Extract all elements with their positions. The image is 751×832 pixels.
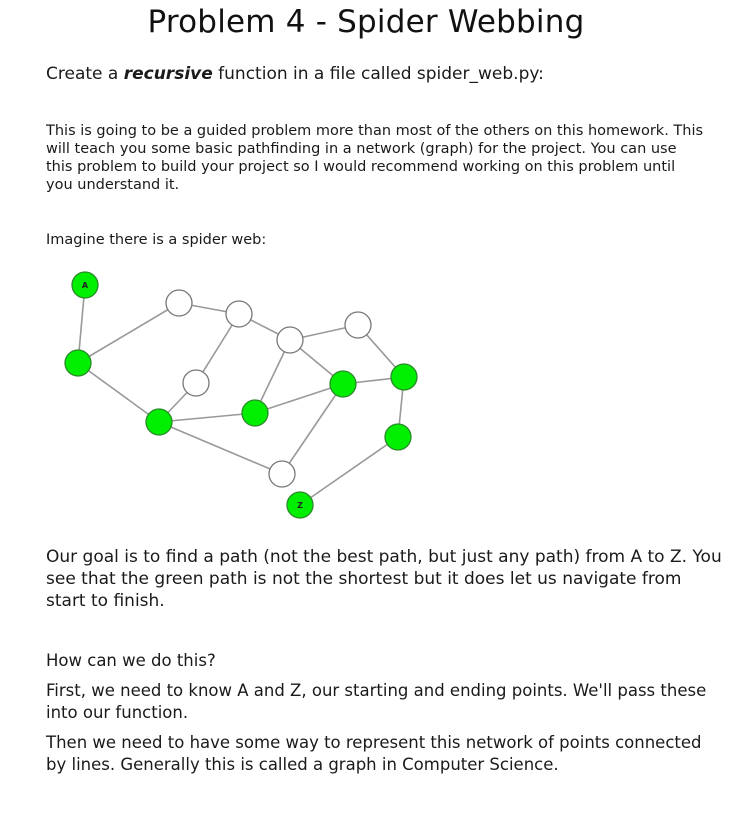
graph-edge [77, 362, 160, 423]
node-path [145, 408, 173, 436]
graph-edge [281, 383, 344, 475]
intro-emphasis: recursive [123, 64, 213, 84]
node-path [384, 423, 412, 451]
first-paragraph: First, we need to know A and Z, our star… [46, 681, 707, 722]
node-path [390, 363, 418, 391]
page-title: Problem 4 - Spider Webbing [147, 4, 585, 40]
intro-after: function in a file called spider_web.py: [212, 64, 544, 84]
imagine-text: Imagine there is a spider web: [46, 232, 267, 248]
how-question: How can we do this? [46, 651, 216, 670]
intro-before: Create a [46, 64, 124, 84]
goal-paragraph: Our goal is to find a path (not the best… [46, 547, 722, 611]
graph-edge [158, 421, 283, 475]
spider-web-graph: A Z [64, 271, 418, 519]
node-empty [182, 369, 210, 397]
guided-paragraph: This is going to be a guided problem mor… [46, 123, 704, 193]
then-paragraph: Then we need to have some way to represe… [46, 733, 702, 774]
graph-edge [77, 302, 180, 364]
node-empty [276, 326, 304, 354]
node-empty [165, 289, 193, 317]
node-empty [268, 460, 296, 488]
graph-edge [254, 383, 344, 414]
node-end [286, 491, 314, 519]
node-end-label: Z [297, 501, 303, 510]
node-empty [344, 311, 372, 339]
graph-nodes: A Z [64, 271, 418, 519]
node-path [64, 349, 92, 377]
graph-edge [299, 436, 399, 506]
node-path [329, 370, 357, 398]
node-empty [225, 300, 253, 328]
node-start [71, 271, 99, 299]
node-start-label: A [82, 281, 89, 290]
intro-text: Create a recursive function in a file ca… [46, 64, 544, 84]
graph-edge [158, 412, 256, 423]
node-path [241, 399, 269, 427]
